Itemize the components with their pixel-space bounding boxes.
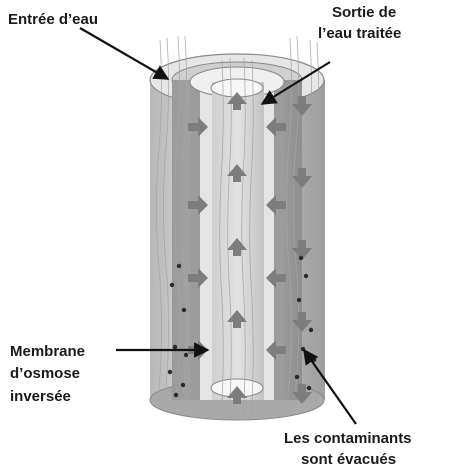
water-inlet-pointer — [80, 28, 168, 79]
membrane-label-line2: d’osmose — [10, 365, 80, 382]
membrane-label-line3: inversée — [10, 388, 71, 405]
membrane-label-line1: Membrane — [10, 343, 85, 360]
contaminants-label-line2: sont évacués — [301, 451, 396, 468]
treated-outlet-label-line2: l’eau traitée — [318, 25, 401, 42]
water-inlet-label: Entrée d’eau — [8, 11, 98, 28]
contaminants-label-line1: Les contaminants — [284, 430, 412, 447]
treated-outlet-label-line1: Sortie de — [332, 4, 396, 21]
